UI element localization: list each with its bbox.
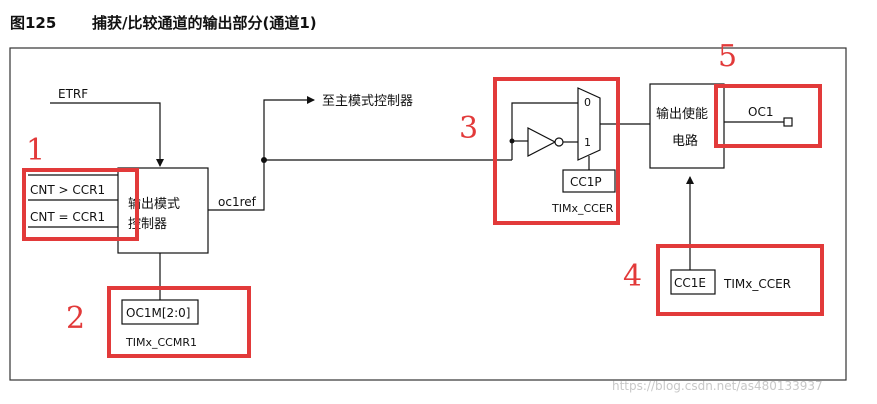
- etrf-label: ETRF: [58, 87, 88, 101]
- mux-in0-line: [511, 102, 578, 160]
- output-enable-label-line1: 输出使能: [656, 106, 708, 122]
- to-master-controller-label: 至主模式控制器: [322, 94, 413, 109]
- output-mode-controller-label-line1: 输出模式: [128, 196, 180, 212]
- annotation-number-1: 1: [26, 133, 45, 168]
- oc1ref-label: oc1ref: [218, 195, 257, 209]
- timx-ccmr1-label: TIMx_CCMR1: [125, 336, 197, 349]
- oc1-label: OC1: [748, 105, 773, 119]
- timx-ccer-top-label: TIMx_CCER: [551, 202, 614, 215]
- cc1e-register-box: [670, 269, 716, 295]
- mux-input1-label: 1: [584, 136, 591, 149]
- cc1p-label: CC1P: [570, 175, 602, 189]
- annotation-number-3: 3: [459, 111, 478, 146]
- cc1p-register-box: [562, 169, 616, 193]
- highlight-box-1: [22, 168, 139, 241]
- watermark-text: https://blog.csdn.net/as480133937: [612, 379, 823, 393]
- diagram-frame: [9, 47, 847, 381]
- highlight-box-4: [656, 244, 824, 316]
- polarity-mux: [577, 87, 601, 161]
- cnt-gt-label: CNT > CCR1: [30, 183, 105, 197]
- highlight-box-2: [107, 286, 251, 358]
- highlight-box-3: [493, 77, 620, 225]
- timx-ccer-bottom-label: TIMx_CCER: [723, 277, 791, 291]
- etrf-line: [50, 102, 164, 167]
- oc1-pin: [783, 117, 793, 127]
- annotation-number-2: 2: [66, 301, 85, 336]
- mux-input0-label: 0: [584, 96, 591, 109]
- annotation-number-4: 4: [623, 259, 642, 294]
- figure-title: 捕获/比较通道的输出部分(通道1): [92, 14, 317, 32]
- cc1e-label: CC1E: [674, 276, 706, 290]
- figure-number: 图125: [10, 14, 56, 32]
- oc1m-register-box: [121, 299, 199, 325]
- output-mode-controller-label-line2: 控制器: [128, 217, 167, 232]
- to-master-line: [263, 96, 315, 160]
- inverter-bubble: [554, 137, 564, 147]
- inverter-triangle: [527, 127, 557, 157]
- output-enable-label-line2: 电路: [672, 133, 698, 149]
- annotation-number-5: 5: [718, 39, 737, 74]
- cnt-eq-label: CNT = CCR1: [30, 210, 105, 224]
- oc1ref-riser: [228, 160, 265, 211]
- highlight-box-5: [714, 84, 822, 148]
- oc1m-label: OC1M[2:0]: [126, 306, 191, 320]
- output-enable-circuit-block: [649, 83, 725, 169]
